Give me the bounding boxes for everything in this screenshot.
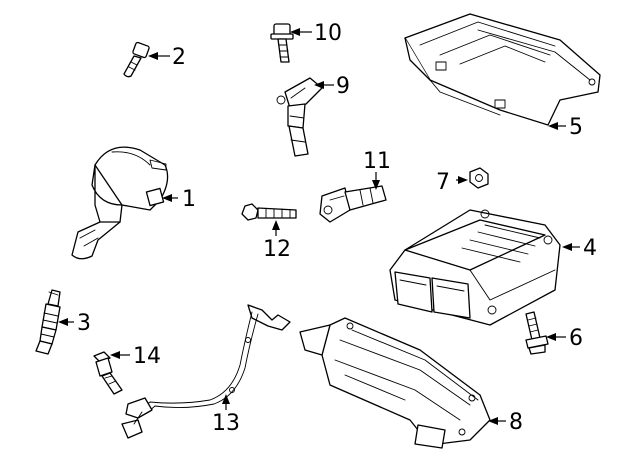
callout-12: 12 [263, 237, 291, 262]
bolt-part-10 [270, 23, 294, 63]
bolt-part-6 [525, 311, 549, 355]
ecm-bracket-part-8 [299, 317, 491, 449]
callout-14: 14 [133, 344, 161, 369]
callout-labels: 1 2 3 4 5 6 7 8 9 10 11 12 13 14 [77, 21, 597, 436]
bolt-part-14 [93, 351, 123, 395]
wiring-harness-part [121, 304, 291, 439]
nut-part [469, 167, 489, 189]
callout-7: 7 [436, 170, 450, 195]
bolt-part-2 [123, 41, 150, 78]
spark-plug-part [35, 289, 61, 355]
callout-4: 4 [583, 236, 597, 261]
bracket-tray-part-5 [404, 13, 601, 126]
callout-leaders [58, 28, 580, 425]
callout-2: 2 [172, 45, 186, 70]
ignition-coil-part [71, 146, 169, 260]
callout-5: 5 [569, 115, 583, 140]
callout-10: 10 [314, 21, 342, 46]
callout-8: 8 [509, 410, 523, 435]
callout-9: 9 [336, 74, 350, 99]
sensor-part-9 [276, 77, 323, 157]
bolt-part-12 [241, 203, 297, 221]
engine-control-module-part [389, 209, 561, 326]
callout-1: 1 [182, 187, 196, 212]
callout-3: 3 [77, 311, 91, 336]
callout-6: 6 [569, 326, 583, 351]
callout-13: 13 [212, 411, 240, 436]
callout-11: 11 [363, 149, 391, 174]
sensor-part-11 [319, 185, 387, 223]
